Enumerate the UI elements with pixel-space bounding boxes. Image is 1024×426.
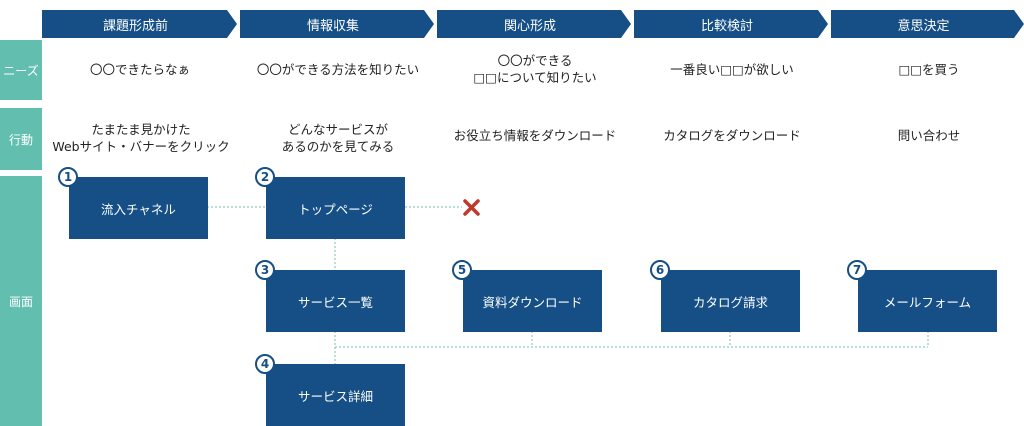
action-text: あるのかを見てみる [281,139,395,154]
screen-document-download: 資料ダウンロード [463,270,602,332]
step-number-5: 5 [452,260,472,280]
screen-inflow-channel: 流入チャネル [69,177,208,239]
action-text: お役立ち情報をダウンロード [453,127,617,143]
phase-2: 情報収集 [240,10,434,38]
step-number-7: 7 [847,260,867,280]
action-cell-3: お役立ち情報をダウンロード [437,118,633,152]
screen-service-detail: サービス詳細 [266,364,405,426]
needs-cell-4: 一番良い□□が欲しい [634,50,830,88]
action-text: どんなサービスが [287,122,388,137]
needs-text: 〇〇ができる [497,53,573,68]
screen-mail-form: メールフォーム [858,270,997,332]
screen-catalog-request: カタログ請求 [661,270,800,332]
action-text: 問い合わせ [897,127,961,143]
row-label-action: 行動 [0,108,42,170]
step-number-4: 4 [255,354,275,374]
action-text: Webサイト・バナーをクリック [52,139,230,154]
step-number-1: 1 [58,167,78,187]
step-number-2: 2 [255,167,275,187]
needs-text: □□を買う [898,61,960,77]
needs-cell-2: 〇〇ができる方法を知りたい [240,50,436,88]
action-cell-4: カタログをダウンロード [634,118,830,152]
screen-service-list: サービス一覧 [266,270,405,332]
step-number-3: 3 [255,260,275,280]
phase-4: 比較検討 [634,10,828,38]
row-label-screen: 画面 [0,176,42,426]
needs-text: 〇〇できたらなぁ [89,61,190,77]
phase-3: 関心形成 [437,10,631,38]
screen-top-page: トップページ [266,177,405,239]
action-cell-1: たまたま見かけた Webサイト・バナーをクリック [38,118,244,158]
phase-1: 課題形成前 [42,10,237,38]
needs-cell-3: 〇〇ができる □□について知りたい [437,50,633,88]
needs-text: □□について知りたい [473,70,597,85]
action-text: カタログをダウンロード [663,127,801,143]
needs-text: 〇〇ができる方法を知りたい [256,61,420,77]
needs-text: 一番良い□□が欲しい [670,61,794,77]
row-label-needs: ニーズ [0,40,42,100]
needs-cell-1: 〇〇できたらなぁ [42,50,238,88]
needs-cell-5: □□を買う [831,50,1024,88]
action-cell-5: 問い合わせ [831,118,1024,152]
action-text: たまたま見かけた [91,122,191,137]
step-number-6: 6 [650,260,670,280]
dropout-x-icon [463,199,480,216]
action-cell-2: どんなサービスが あるのかを見てみる [240,118,436,158]
phase-5: 意思決定 [831,10,1024,38]
